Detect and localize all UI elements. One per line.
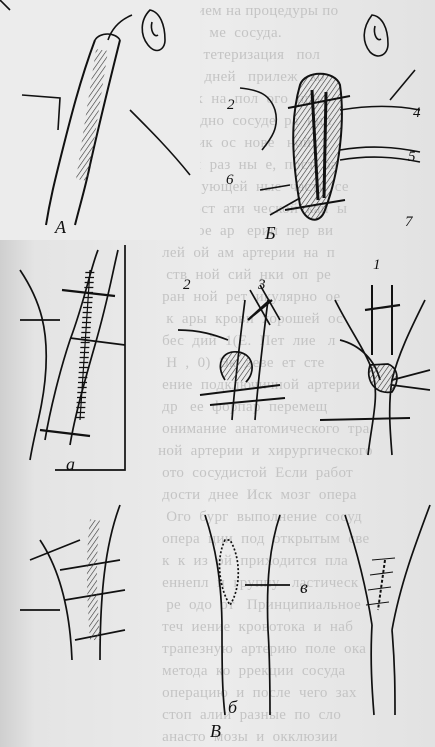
label-B: Б xyxy=(265,224,276,242)
label-3: 3 xyxy=(258,278,266,293)
label-a-small: а xyxy=(66,455,75,473)
label-v-small: в xyxy=(300,578,308,596)
label-A: А xyxy=(55,218,66,236)
panel-a-neck xyxy=(0,0,200,240)
panel-bottom-closed xyxy=(205,515,290,715)
panel-b-loop xyxy=(178,285,285,420)
panel-bottom-suture xyxy=(20,505,125,660)
label-1: 1 xyxy=(373,258,381,273)
label-5: 5 xyxy=(408,150,416,165)
label-2: 2 xyxy=(227,98,235,113)
panel-a-shunt xyxy=(20,245,125,470)
label-b-small: б xyxy=(228,698,237,716)
label-V: В xyxy=(210,722,221,740)
label-7: 7 xyxy=(405,215,413,230)
label-2b: 2 xyxy=(183,278,191,293)
label-4: 4 xyxy=(413,106,421,121)
label-6: 6 xyxy=(226,173,234,188)
panel-bottom-patched xyxy=(345,505,430,715)
panel-v-bifurcation xyxy=(320,285,430,455)
panel-b-exposure xyxy=(240,15,420,220)
